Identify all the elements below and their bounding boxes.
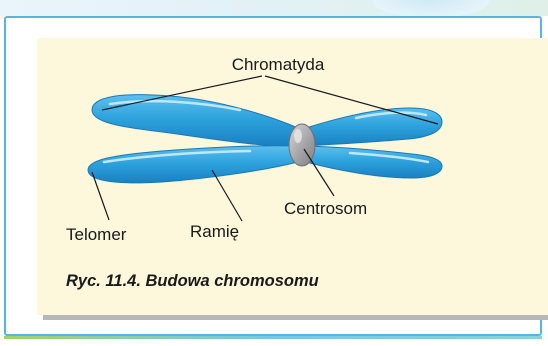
label-chromatid: Chromatyda	[232, 55, 325, 74]
leader-arm	[212, 170, 242, 221]
lower-left-arm	[88, 146, 298, 183]
label-arm: Ramię	[190, 222, 239, 241]
upper-chromatid	[92, 95, 442, 147]
figure-caption: Ryc. 11.4. Budowa chromosomu	[66, 272, 319, 290]
lower-chromatid	[88, 146, 442, 183]
label-telomere: Telomer	[66, 225, 127, 244]
centromere-highlight	[294, 129, 302, 143]
label-centrosome: Centrosom	[284, 199, 367, 218]
